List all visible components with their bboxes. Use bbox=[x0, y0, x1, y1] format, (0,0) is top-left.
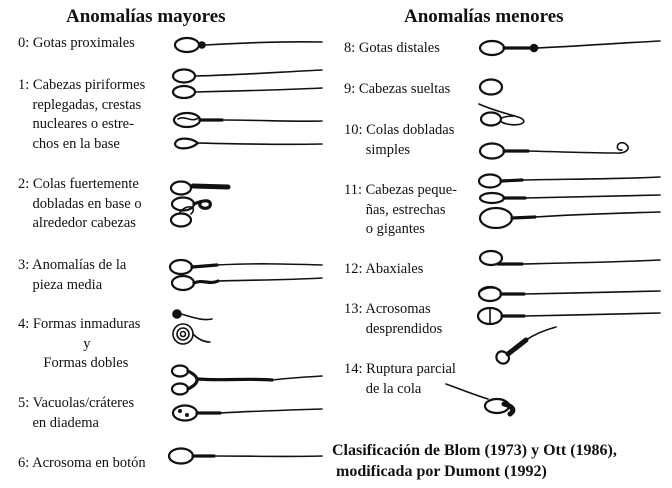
sperm-0-proximal-droplet-illustration bbox=[175, 38, 322, 52]
sperm-13-detached-acrosomes-illustration bbox=[478, 287, 660, 324]
sperm-6-knobbed-acrosome-illustration bbox=[169, 449, 322, 464]
sperm-11-head-size-illustration bbox=[479, 175, 660, 229]
label-item-2: 2: Colas fuertemente dobladas en base o … bbox=[18, 175, 142, 234]
sperm-3-midpiece-anomalies-illustration bbox=[170, 260, 322, 290]
label-item-1: 1: Cabezas piriformes replegadas, cresta… bbox=[18, 76, 145, 154]
label-item-14: 14: Ruptura parcial de la cola bbox=[344, 360, 456, 399]
sperm-12-abaxial-illustration bbox=[480, 251, 660, 265]
sperm-14-partial-tail-rupture-illustration bbox=[446, 327, 556, 414]
label-item-3: 3: Anomalías de la pieza media bbox=[18, 256, 126, 295]
label-item-13: 13: Acrosomas desprendidos bbox=[344, 300, 442, 339]
label-item-10: 10: Colas dobladas simples bbox=[344, 121, 454, 160]
sperm-4-immature-double-forms-illustration bbox=[172, 310, 322, 395]
label-item-12: 12: Abaxiales bbox=[344, 260, 423, 280]
label-item-0: 0: Gotas proximales bbox=[18, 34, 135, 54]
label-item-9: 9: Cabezas sueltas bbox=[344, 80, 450, 100]
source-caption: Clasificación de Blom (1973) y Ott (1986… bbox=[332, 440, 617, 482]
label-item-11: 11: Cabezas peque- ñas, estrechas o giga… bbox=[344, 181, 457, 240]
label-item-8: 8: Gotas distales bbox=[344, 39, 440, 59]
sperm-1-pyriform-heads-illustration bbox=[173, 70, 322, 149]
heading-major-anomalies: Anomalías mayores bbox=[66, 6, 226, 28]
heading-minor-anomalies: Anomalías menores bbox=[404, 6, 564, 28]
sperm-5-vacuoles-illustration bbox=[173, 406, 322, 421]
sperm-10-simple-bent-tails-illustration bbox=[479, 104, 628, 159]
sperm-9-loose-heads-illustration bbox=[480, 80, 502, 95]
sperm-2-bent-tails-illustration bbox=[171, 182, 228, 227]
label-item-5: 5: Vacuolas/cráteres en diadema bbox=[18, 394, 134, 433]
label-item-4: 4: Formas inmaduras y Formas dobles bbox=[18, 315, 140, 374]
sperm-8-distal-droplet-illustration bbox=[480, 41, 660, 55]
label-item-6: 6: Acrosoma en botón bbox=[18, 454, 146, 474]
